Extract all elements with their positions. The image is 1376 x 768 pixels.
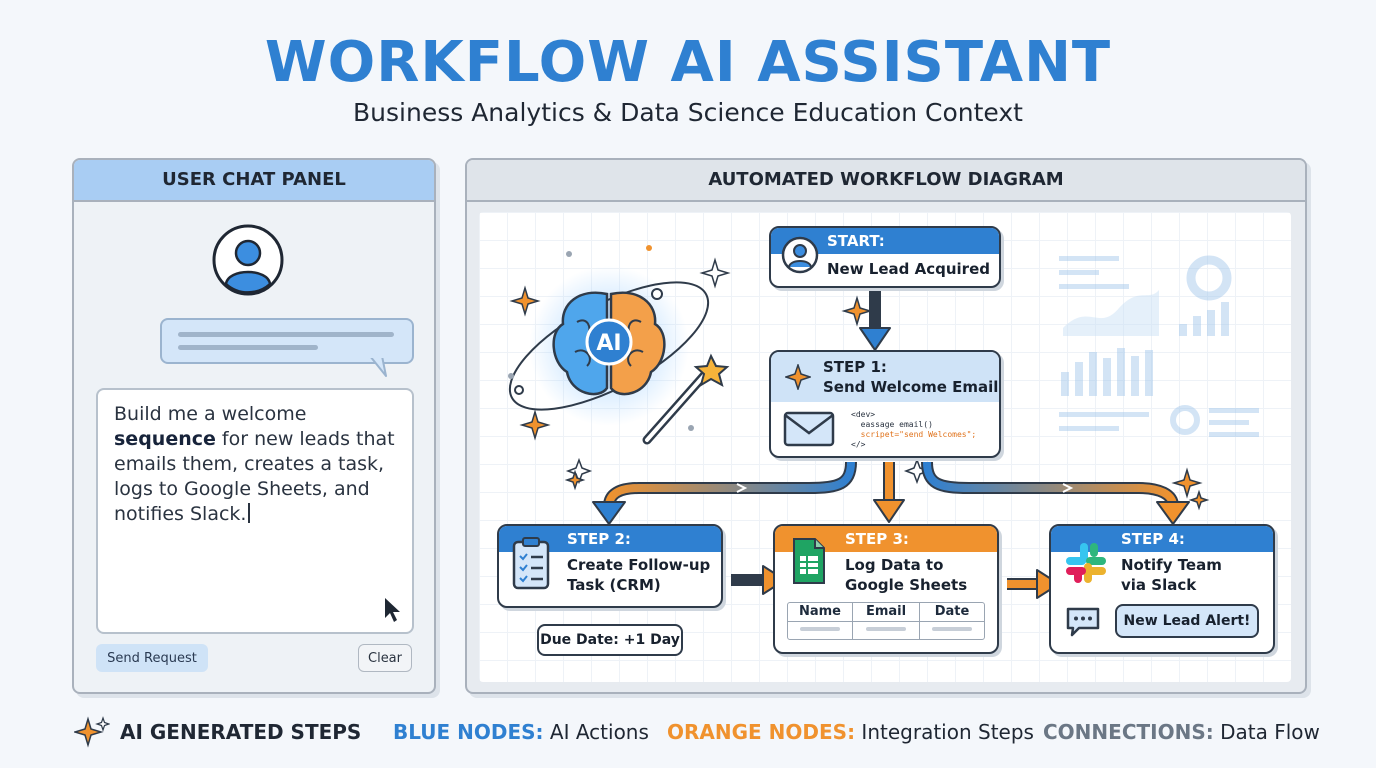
chat-panel-title: USER CHAT PANEL [74,160,434,202]
sheets-table: Name Email Date [787,602,985,640]
node-start-label: New Lead Acquired [827,260,990,278]
slack-message: New Lead Alert! [1115,604,1259,638]
node-step4-head: STEP 4: [1051,526,1273,552]
node-step4-label-2: via Slack [1121,576,1197,594]
clear-button[interactable]: Clear [358,644,412,672]
node-start[interactable]: START: New Lead Acquired [769,226,1001,288]
node-step1-label: Send Welcome Email [823,378,999,396]
clipboard-icon [512,537,550,590]
legend-connections: CONNECTIONS: Data Flow [1043,720,1320,744]
due-date-badge: Due Date: +1 Day [537,624,683,656]
magic-wand-icon [642,353,730,445]
node-step3-label-1: Log Data to [845,556,944,574]
sheets-col-date: Date [920,603,984,622]
node-step1[interactable]: STEP 1: Send Welcome Email <dev> eassage… [769,350,1001,458]
diagram-decor: AI [508,245,1259,599]
connection-arrows [592,290,1190,599]
send-request-button[interactable]: Send Request [96,644,208,672]
pointer-cursor-icon [385,598,400,622]
node-step1-head: STEP 1: [823,358,887,376]
node-step2[interactable]: STEP 2: Create Follow-up Task (CRM) [497,524,723,608]
text-caret [248,503,251,523]
user-icon [212,224,284,296]
node-step4-label-1: Notify Team [1121,556,1222,574]
chat-icon [1066,607,1100,637]
brain-icon [508,266,710,426]
legend-blue-nodes: BLUE NODES: AI Actions [393,720,649,744]
user-icon [781,236,819,274]
sparkle-icon [509,257,1210,511]
sparkle-icon [785,364,811,390]
page-title: WORKFLOW AI ASSISTANT [264,30,1112,95]
legend-ai-steps: AI GENERATED STEPS [120,720,362,744]
sheets-col-email: Email [853,603,920,622]
sparkle-icon [74,716,110,748]
slack-icon [1066,543,1106,583]
node-step3-label-2: Google Sheets [845,576,968,594]
chat-message-text: Build me a welcome sequence for new lead… [114,403,395,525]
bubble-tail [370,356,387,377]
workflow-diagram-panel: AUTOMATED WORKFLOW DIAGRAM [465,158,1307,694]
node-step4[interactable]: STEP 4: Notify Team via Slack New Lead A… [1049,524,1275,654]
workflow-panel-title: AUTOMATED WORKFLOW DIAGRAM [467,160,1305,202]
analytics-decor [1059,255,1259,437]
page-subtitle: Business Analytics & Data Science Educat… [353,98,1023,127]
envelope-icon [783,411,835,447]
node-step1-code: <dev> eassage email() scripet="send Welc… [851,410,977,449]
node-step2-label-2: Task (CRM) [567,576,661,594]
node-step2-label-1: Create Follow-up [567,556,711,574]
chat-message-input[interactable]: Build me a welcome sequence for new lead… [96,388,414,634]
user-chat-panel: USER CHAT PANEL Build me a welcome seque… [72,158,436,694]
sheets-col-name: Name [788,603,853,622]
legend-orange-nodes: ORANGE NODES: Integration Steps [667,720,1034,744]
ai-label: AI [596,331,621,356]
diagram-canvas: AI [479,212,1291,682]
sheets-icon [793,538,825,584]
node-step3[interactable]: STEP 3: Log Data to Google Sheets Name E… [773,524,999,654]
